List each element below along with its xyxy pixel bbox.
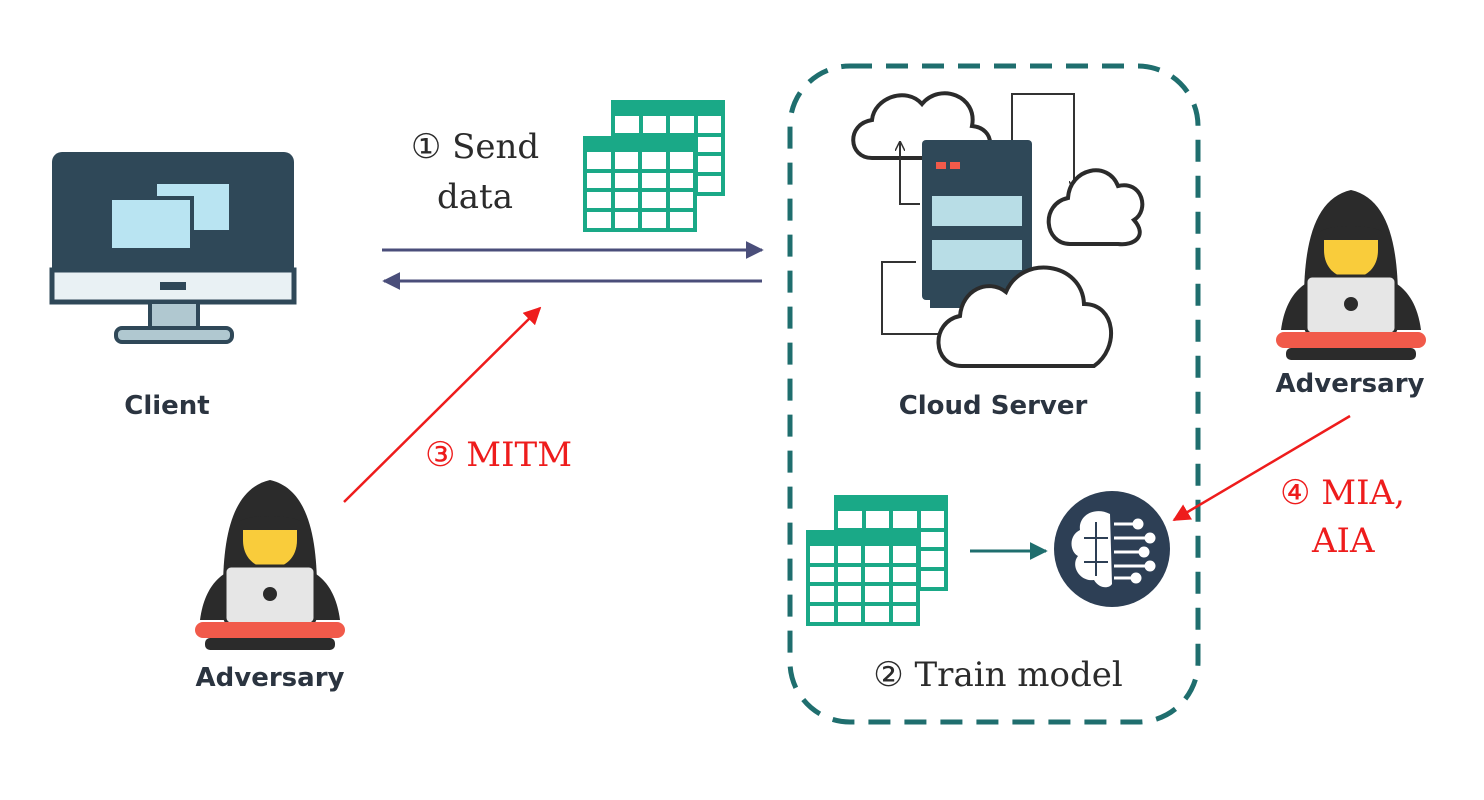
adversary-right-label: Adversary [1276,369,1425,399]
adversary-left-label: Adversary [196,663,345,693]
ai-brain-icon [1054,491,1170,607]
mia-arrow [1172,414,1351,522]
client-label: Client [124,391,209,421]
cloud-server-label: Cloud Server [899,391,1088,421]
training-data-icon [806,495,948,626]
hacker-icon [193,478,347,652]
step1-label-line1: ① Send [411,127,539,167]
step3-label: ③ MITM [425,435,572,475]
mitm-arrow [343,306,542,503]
cloud-server-icon [851,91,1145,368]
step4-label-line1: ④ MIA, [1280,473,1405,513]
data-table-icon [583,100,725,232]
hacker-icon [1274,188,1428,362]
step1-label-line2: data [437,177,513,217]
cloud-boundary [787,63,1201,725]
monitor-icon [49,152,297,344]
step4-label-line2: AIA [1311,521,1375,561]
step2-label: ② Train model [873,655,1123,695]
